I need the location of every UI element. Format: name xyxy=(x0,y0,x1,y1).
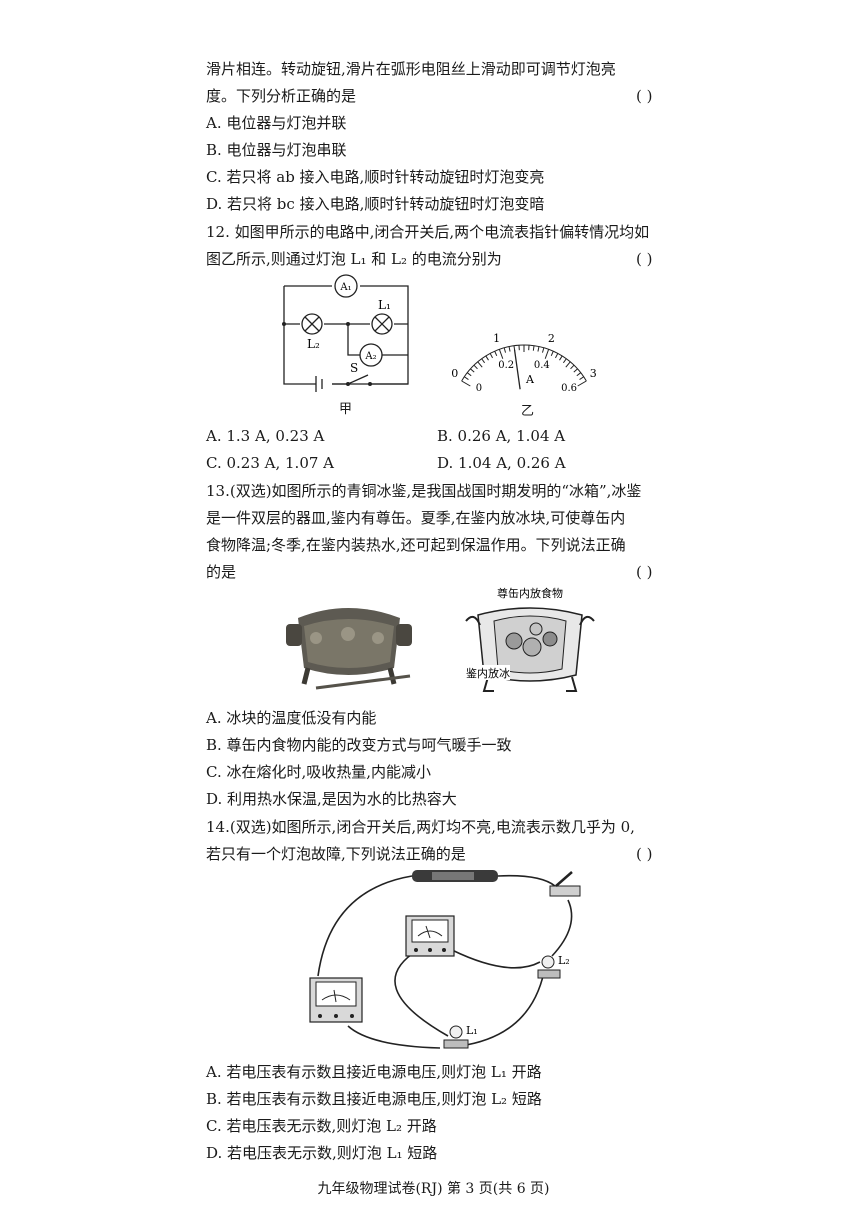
q14-stem-line1: 14.(双选)如图所示,闭合开关后,两灯均不亮,电流表示数几乎为 0, xyxy=(206,818,635,836)
meter-inner-tick-label: 0 xyxy=(476,383,482,394)
q11-option-b: B. 电位器与灯泡串联 xyxy=(206,141,347,159)
q13-option-c: C. 冰在熔化时,吸收热量,内能减小 xyxy=(206,763,432,781)
lamp-l2 xyxy=(541,955,555,969)
meter-tick xyxy=(565,361,571,368)
q12-stem-line1: 12. 如图甲所示的电路中,闭合开关后,两个电流表指针偏转情况均如 xyxy=(206,223,650,241)
meter-tick xyxy=(573,368,578,373)
q13-stem-line1: 13.(双选)如图所示的青铜冰鉴,是我国战国时期发明的“冰箱”,冰鉴 xyxy=(206,482,642,500)
meter-tick xyxy=(464,376,469,380)
circuit-diagram-a: A₁ A₂ L₁ L₂ S xyxy=(282,274,409,392)
meter-tick xyxy=(503,347,507,353)
fig-caption-yi: 乙 xyxy=(521,404,535,419)
switch-terminal-dot xyxy=(346,382,350,386)
meter-tick xyxy=(576,372,582,377)
meter-tick xyxy=(532,345,535,351)
ammeter-a1-label: A₁ xyxy=(339,282,351,293)
meter-tick xyxy=(550,351,554,356)
q13-option-d: D. 利用热水保温,是因为水的比热容大 xyxy=(206,790,457,808)
q12-option-b: B. 0.26 A, 1.04 A xyxy=(437,427,566,445)
switch-s-label: S xyxy=(350,361,358,375)
q14-answer-paren: ( ) xyxy=(636,845,653,863)
q13-option-a: A. 冰块的温度低没有内能 xyxy=(206,709,377,727)
q11-stem-line2: 度。下列分析正确的是 xyxy=(206,87,357,105)
meter-tick xyxy=(570,364,575,370)
meter-tick xyxy=(489,353,493,359)
meter-tick xyxy=(470,368,475,373)
meter-tick xyxy=(541,347,545,353)
meter-tick xyxy=(494,351,498,356)
physical-circuit-diagram: L₂ L₁ xyxy=(309,870,581,1049)
meter-tick xyxy=(579,376,584,380)
lamp-l2-label: L₂ xyxy=(558,954,570,967)
bronze-ice-chest-photo xyxy=(278,598,418,693)
meter-outer-tick-label: 1 xyxy=(493,332,500,345)
ammeter-dial-b: 0 1 2 3 0 0.2 0.4 0.6 A xyxy=(451,332,597,394)
junction-dot xyxy=(282,322,286,326)
lamp-l1-label: L₁ xyxy=(378,298,391,312)
q12-option-d: D. 1.04 A, 0.26 A xyxy=(437,454,566,472)
q11-option-d: D. 若只将 bc 接入电路,顺时针转动旋钮时灯泡变暗 xyxy=(206,195,545,213)
switch-terminal-dot xyxy=(368,382,372,386)
q12-answer-paren: ( ) xyxy=(636,250,653,268)
q13-stem-line3: 食物降温;冬季,在鉴内装热水,还可起到保温作用。下列说法正确 xyxy=(206,536,626,554)
q13-answer-paren: ( ) xyxy=(636,563,653,581)
q13-option-b: B. 尊缶内食物内能的改变方式与呵气暖手一致 xyxy=(206,736,512,754)
cutaway-label-ice: 鉴内放冰 xyxy=(466,666,510,680)
meter-tick xyxy=(559,355,563,361)
lamp-l1 xyxy=(449,1025,463,1039)
meter-tick xyxy=(498,349,504,359)
fig-caption-jia: 甲 xyxy=(339,402,353,417)
q11-option-a: A. 电位器与灯泡并联 xyxy=(206,114,347,132)
meter-outer-tick-label: 2 xyxy=(548,332,555,345)
meter-inner-tick-label: 0.4 xyxy=(534,360,550,371)
meter-tick xyxy=(508,346,511,352)
meter-tick xyxy=(544,349,550,359)
meter-tick xyxy=(473,364,478,370)
lamp-l2-label: L₂ xyxy=(307,337,320,351)
q14-option-a: A. 若电压表有示数且接近电源电压,则灯泡 L₁ 开路 xyxy=(206,1063,542,1081)
q11-answer-paren: ( ) xyxy=(636,87,653,105)
q14-option-d: D. 若电压表无示数,则灯泡 L₁ 短路 xyxy=(206,1144,438,1162)
ice-chest-cutaway-diagram: 尊缶内放食物 鉴内放冰 xyxy=(464,586,595,692)
meter-tick xyxy=(485,355,489,361)
q12-option-a: A. 1.3 A, 0.23 A xyxy=(206,427,325,445)
meter-inner-tick-label: 0.6 xyxy=(561,383,577,394)
q12-stem-line2: 图乙所示,则通过灯泡 L₁ 和 L₂ 的电流分别为 xyxy=(206,250,502,268)
meter-outer-tick-label: 3 xyxy=(590,367,597,380)
q14-option-c: C. 若电压表无示数,则灯泡 L₂ 开路 xyxy=(206,1117,437,1135)
meter-needle xyxy=(513,349,521,390)
meter-unit-label: A xyxy=(525,373,535,386)
meter-tick xyxy=(562,358,567,364)
meter-tick xyxy=(577,380,587,387)
q13-stem-line4: 的是 xyxy=(206,563,237,581)
lamp-l1-label: L₁ xyxy=(466,1024,478,1037)
meter-tick xyxy=(477,361,483,368)
q14-stem-line2: 若只有一个灯泡故障,下列说法正确的是 xyxy=(206,845,466,863)
cutaway-label-food: 尊缶内放食物 xyxy=(497,586,563,600)
meter-tick xyxy=(481,358,486,364)
meter-inner-tick-label: 0.2 xyxy=(498,360,514,371)
meter-tick xyxy=(555,353,559,359)
page-footer: 九年级物理试卷(RJ) 第 3 页(共 6 页) xyxy=(317,1181,550,1197)
ammeter-a2-label: A₂ xyxy=(364,351,376,362)
q11-option-c: C. 若只将 ab 接入电路,顺时针转动旋钮时灯泡变亮 xyxy=(206,168,545,186)
q12-option-c: C. 0.23 A, 1.07 A xyxy=(206,454,335,472)
switch xyxy=(549,885,581,897)
meter-tick xyxy=(461,380,471,387)
junction-dot xyxy=(346,322,350,326)
q13-stem-line2: 是一件双层的器皿,鉴内有尊缶。夏季,在鉴内放冰块,可使尊缶内 xyxy=(206,509,626,527)
q11-stem-line1: 滑片相连。转动旋钮,滑片在弧形电阻丝上滑动即可调节灯泡亮 xyxy=(206,60,616,78)
meter-tick xyxy=(537,346,540,352)
q14-option-b: B. 若电压表有示数且接近电源电压,则灯泡 L₂ 短路 xyxy=(206,1090,542,1108)
meter-outer-tick-label: 0 xyxy=(451,367,458,380)
meter-tick xyxy=(466,372,472,377)
